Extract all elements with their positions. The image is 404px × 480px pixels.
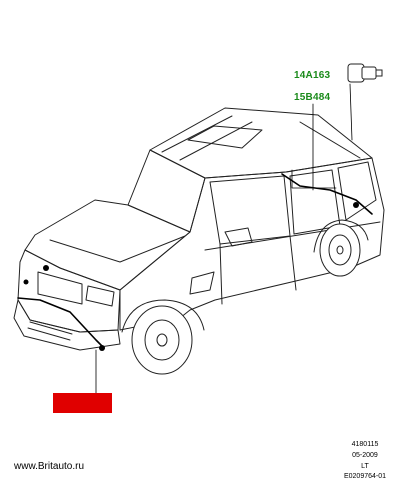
- callout-15B484: 15B484: [294, 92, 331, 103]
- leader-15B484: [291, 103, 337, 191]
- connector-icon: [347, 63, 383, 83]
- side-body: [119, 157, 385, 331]
- ref-line-2: 05-2009: [352, 452, 378, 459]
- side-mirror: [224, 227, 253, 247]
- front-fascia: [17, 249, 121, 333]
- front-bumper: [13, 299, 121, 351]
- connector-bottom: [99, 345, 105, 351]
- front-wheel: [131, 305, 193, 375]
- highlight-box: [53, 393, 112, 413]
- side-vent: [189, 271, 215, 295]
- ref-line-1: 4180115: [351, 441, 379, 448]
- sunroof: [187, 125, 263, 149]
- rear-wheel: [319, 223, 361, 277]
- harness-front: [17, 297, 105, 349]
- harness-rear: [281, 173, 373, 215]
- hood-line: [49, 235, 186, 263]
- door-line: [219, 235, 297, 305]
- ref-line-3: LT: [361, 463, 369, 470]
- connector-front-b: [23, 279, 29, 285]
- connector-front-a: [43, 265, 49, 271]
- ref-line-4: E0209764-01: [343, 473, 387, 480]
- callout-14A163: 14A163: [294, 70, 331, 81]
- rear-arch: [313, 219, 369, 253]
- headlight: [85, 285, 115, 307]
- leader-14A163: [349, 83, 353, 141]
- fog-slot: [27, 321, 73, 341]
- front-arch: [121, 299, 205, 333]
- roof-rail: [161, 115, 361, 161]
- watermark-text: www.Britauto.ru: [14, 461, 85, 472]
- vehicle-hood: [24, 199, 191, 291]
- connector-rear: [353, 202, 359, 208]
- grille: [37, 271, 83, 305]
